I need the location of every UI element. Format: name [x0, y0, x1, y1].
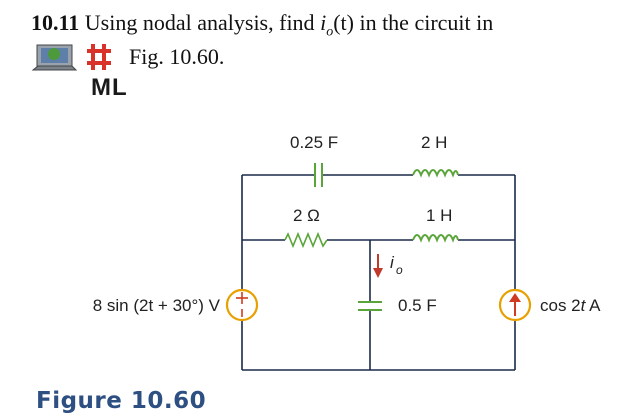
problem-text-after: in the circuit in — [359, 10, 494, 35]
voltage-source-label: 8 sin (2t + 30°) V — [93, 296, 221, 315]
current-source — [498, 288, 532, 322]
current-source-suffix: A — [585, 296, 601, 315]
voltage-source — [225, 288, 259, 322]
resistor-label: 2 Ω — [293, 206, 320, 225]
ml-badge: ML — [91, 74, 128, 101]
problem-statement: 10.11 Using nodal analysis, find io(t) i… — [31, 10, 493, 40]
current-source-var: t — [581, 296, 587, 315]
problem-var-i: i — [320, 10, 327, 35]
network-icon — [31, 44, 78, 71]
capacitor-0-25f — [314, 163, 323, 187]
current-io-arrow — [373, 254, 383, 278]
problem-line2: Fig. 10.60. — [129, 44, 225, 69]
capacitor-0-5f — [358, 301, 382, 311]
current-source-prefix: cos 2 — [540, 296, 581, 315]
capacitor-bottom-label: 0.5 F — [398, 296, 437, 315]
current-io-sub: o — [396, 263, 403, 277]
current-source-label: cos 2t A — [540, 296, 601, 315]
inductor-mid-label: 1 H — [426, 206, 452, 225]
inductor-top-label: 2 H — [421, 133, 447, 152]
wires — [241, 174, 516, 371]
problem-number: 10.11 — [31, 10, 80, 35]
capacitor-top-label: 0.25 F — [290, 133, 338, 152]
problem-text-before: Using nodal analysis, find — [84, 10, 315, 35]
problem-var-arg: (t) — [333, 10, 354, 35]
inductor-1h — [412, 234, 459, 243]
inductor-2h — [412, 169, 459, 178]
resistor-2-ohm — [284, 231, 328, 249]
figure-label: Figure 10.60 — [36, 388, 207, 414]
pspice-icon — [87, 44, 111, 70]
current-io-label: i — [390, 253, 395, 272]
problem-var-sub: o — [326, 24, 334, 40]
